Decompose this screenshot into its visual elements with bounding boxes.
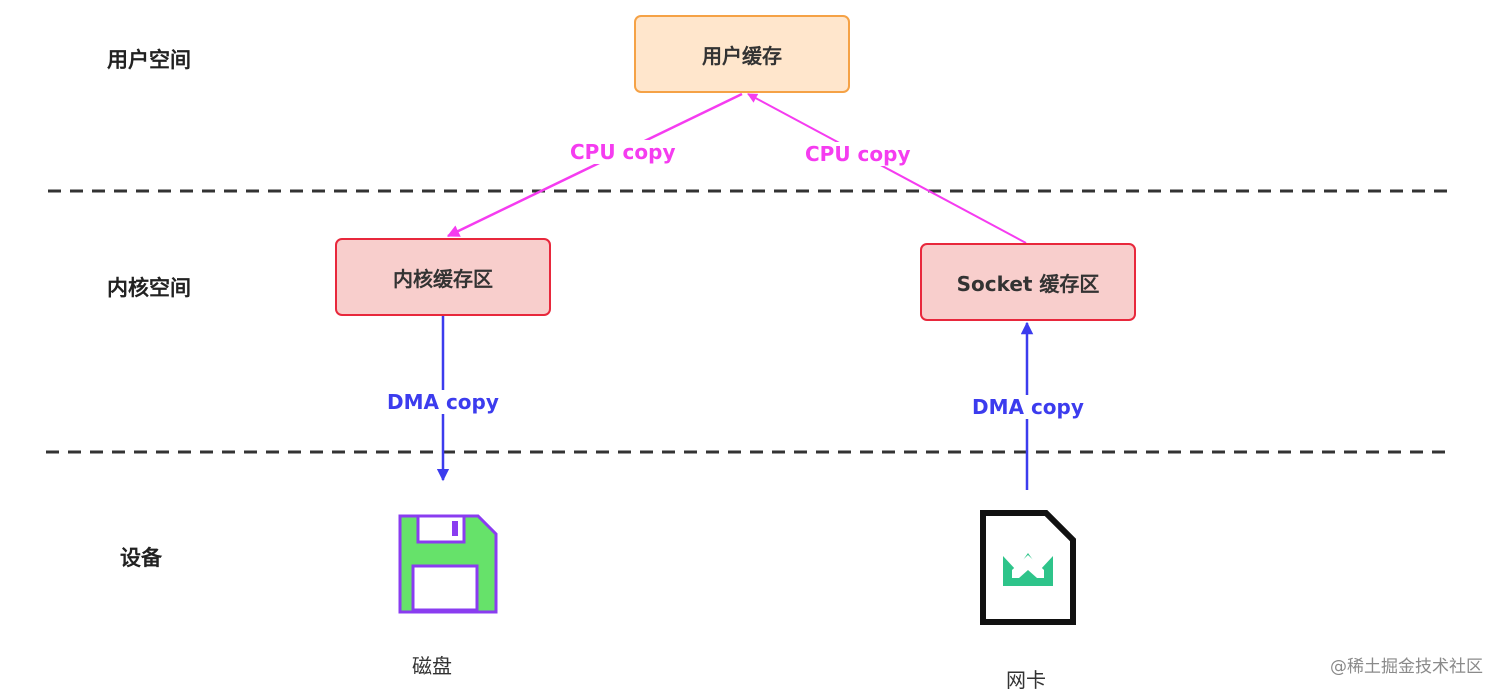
cpu-copy-label-left: CPU copy — [568, 140, 678, 164]
layer-label-kernel-space: 内核空间 — [107, 276, 191, 300]
layer-label-user-space: 用户空间 — [107, 48, 191, 72]
kernel-buffer-box: 内核缓存区 — [335, 238, 551, 316]
dma-copy-label-right: DMA copy — [970, 395, 1086, 419]
nic-icon — [980, 510, 1076, 625]
user-buffer-box: 用户缓存 — [634, 15, 850, 93]
socket-buffer-box: Socket 缓存区 — [920, 243, 1136, 321]
layer-label-device: 设备 — [120, 546, 162, 570]
cpu-copy-arrow-right — [747, 93, 1027, 244]
dma-copy-label-left: DMA copy — [385, 390, 501, 414]
watermark: @稀土掘金技术社区 — [1330, 657, 1483, 677]
cpu-copy-arrow-left — [446, 92, 743, 238]
disk-label: 磁盘 — [412, 654, 452, 678]
nic-label: 网卡 — [1006, 668, 1046, 692]
disk-icon — [398, 514, 498, 614]
cpu-copy-label-right: CPU copy — [803, 142, 913, 166]
